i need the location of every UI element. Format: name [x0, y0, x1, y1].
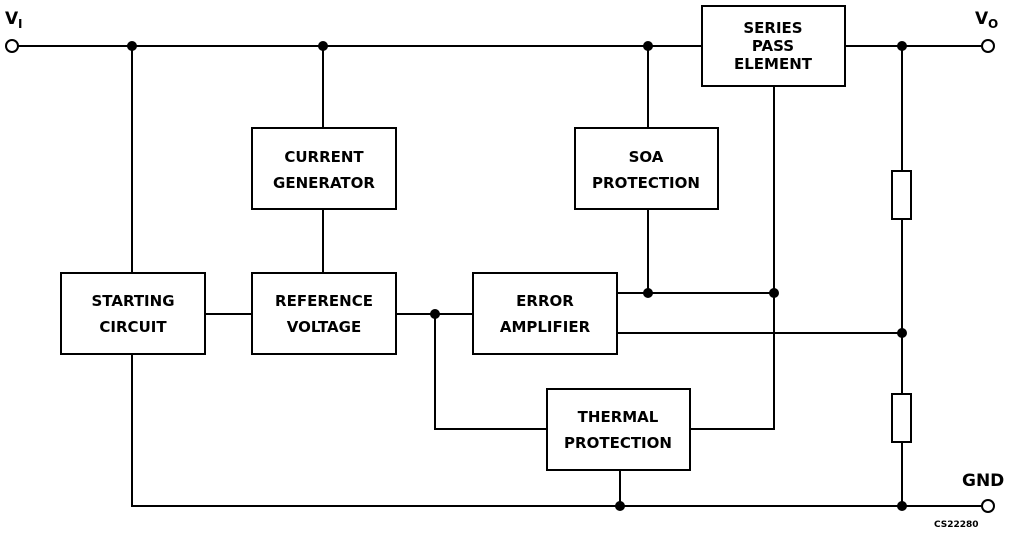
diagram-code: CS22280	[934, 520, 979, 530]
block-starting-circuit: STARTING CIRCUIT	[60, 272, 206, 355]
block-current-generator: CURRENT GENERATOR	[251, 127, 397, 210]
junction-dots	[127, 41, 907, 511]
label-vout: V O	[975, 9, 998, 31]
resistor-upper	[891, 170, 912, 220]
junction-dot	[769, 288, 779, 298]
reference-voltage-line-1: REFERENCE	[275, 292, 373, 310]
series-pass-line-1: SERIES	[743, 19, 802, 37]
label-vout-sub: O	[988, 17, 998, 31]
junction-dot	[615, 501, 625, 511]
junction-dot	[127, 41, 137, 51]
block-error-amplifier: ERROR AMPLIFIER	[472, 272, 618, 355]
resistor-lower	[891, 393, 912, 443]
soa-protection-line-2: PROTECTION	[592, 174, 700, 192]
block-series-pass-element: SERIES PASS ELEMENT	[701, 5, 846, 87]
error-amplifier-line-1: ERROR	[516, 292, 574, 310]
starting-circuit-line-2: CIRCUIT	[99, 318, 167, 336]
junction-dot	[897, 328, 907, 338]
label-vin: V I	[5, 9, 22, 31]
terminal-gnd	[981, 499, 995, 513]
reference-voltage-line-2: VOLTAGE	[287, 318, 361, 336]
thermal-protection-line-2: PROTECTION	[564, 434, 672, 452]
label-vin-main: V	[5, 9, 19, 29]
current-generator-line-1: CURRENT	[284, 148, 364, 166]
series-pass-line-3: ELEMENT	[734, 55, 813, 73]
label-gnd: GND	[962, 471, 1004, 491]
label-vout-main: V	[975, 9, 989, 29]
series-pass-line-2: PASS	[752, 37, 794, 55]
junction-dot	[643, 41, 653, 51]
soa-protection-line-1: SOA	[629, 148, 664, 166]
block-soa-protection: SOA PROTECTION	[574, 127, 719, 210]
terminal-vout	[981, 39, 995, 53]
wires	[18, 45, 982, 507]
thermal-protection-line-1: THERMAL	[578, 408, 659, 426]
junction-dot	[430, 309, 440, 319]
junction-dot	[318, 41, 328, 51]
junction-dot	[643, 288, 653, 298]
label-vin-sub: I	[18, 17, 22, 31]
block-thermal-protection: THERMAL PROTECTION	[546, 388, 691, 471]
junction-dot	[897, 41, 907, 51]
block-reference-voltage: REFERENCE VOLTAGE	[251, 272, 397, 355]
current-generator-line-2: GENERATOR	[273, 174, 375, 192]
starting-circuit-line-1: STARTING	[91, 292, 174, 310]
error-amplifier-line-2: AMPLIFIER	[500, 318, 591, 336]
terminal-vin	[5, 39, 19, 53]
junction-dot	[897, 501, 907, 511]
